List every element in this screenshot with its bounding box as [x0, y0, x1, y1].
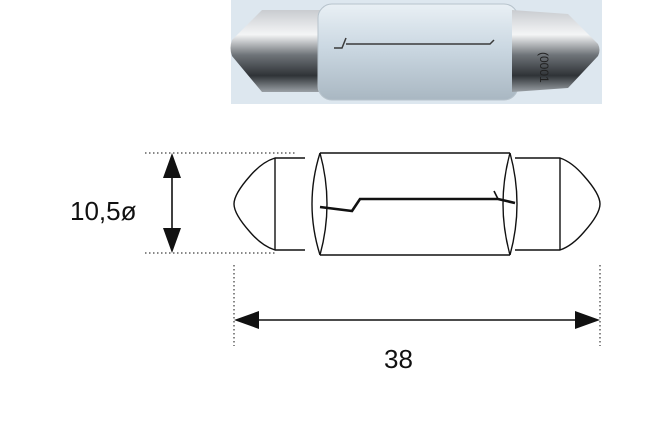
diameter-label: 10,5ø: [70, 196, 137, 226]
glass-tube: [317, 3, 519, 101]
glass-tube-outline: [320, 152, 510, 256]
glass-right-inner: [509, 152, 518, 256]
left-cap-outline: [233, 157, 305, 251]
photo-filament: [334, 37, 495, 49]
right-metal-cap: [512, 10, 600, 92]
left-metal-cap: [230, 10, 322, 92]
filament-support-right: [493, 190, 499, 200]
right-cap-outline: [515, 157, 601, 251]
diameter-arrow-up: [163, 153, 181, 178]
length-arrow-right: [575, 311, 600, 329]
technical-drawing: [233, 152, 601, 256]
length-label: 38: [384, 344, 413, 374]
bulb-photo: (0001: [230, 0, 602, 104]
glass-left-end: [311, 152, 321, 256]
diameter-dimension: 10,5ø: [70, 153, 181, 253]
diameter-arrow-down: [163, 228, 181, 253]
filament: [319, 197, 516, 213]
glass-right-end: [502, 152, 511, 256]
dimension-extension-lines: [145, 152, 601, 346]
cap-marking: (0001: [537, 52, 551, 83]
glass-left-inner: [319, 152, 328, 256]
length-dimension: 38: [234, 311, 600, 374]
length-arrow-left: [234, 311, 259, 329]
